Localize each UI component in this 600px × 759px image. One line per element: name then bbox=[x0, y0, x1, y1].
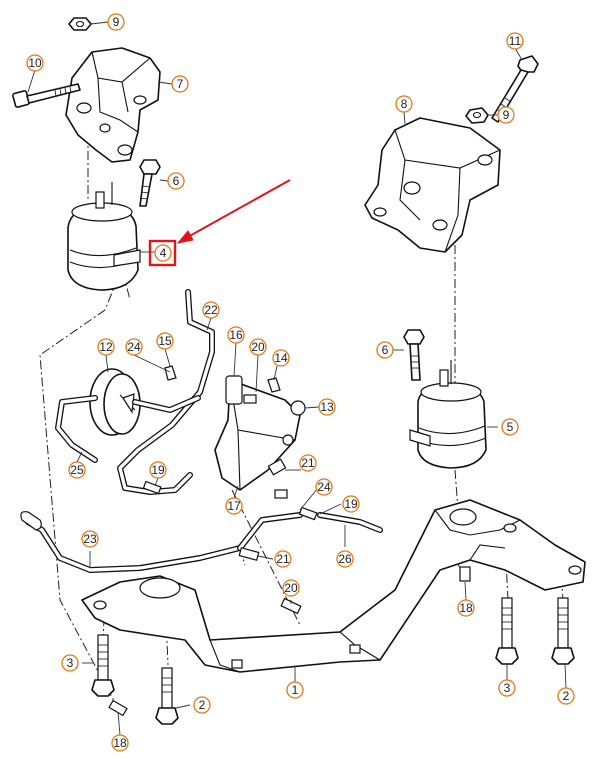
callout-6-lower: 6 bbox=[376, 341, 394, 359]
callout-14: 14 bbox=[272, 349, 290, 367]
svg-text:20: 20 bbox=[251, 340, 265, 354]
callouts: 9 10 7 6 4 11 8 9 22 12 24 15 16 20 14 1… bbox=[26, 13, 575, 752]
svg-text:11: 11 bbox=[509, 34, 522, 48]
svg-text:5: 5 bbox=[507, 420, 514, 434]
bolt-2-left bbox=[155, 667, 179, 725]
svg-text:19: 19 bbox=[344, 497, 358, 511]
hose-lines bbox=[20, 289, 383, 573]
svg-text:9: 9 bbox=[503, 108, 510, 122]
svg-text:18: 18 bbox=[459, 601, 473, 615]
highlight-annotation bbox=[148, 179, 291, 267]
svg-text:23: 23 bbox=[83, 532, 97, 546]
callout-15: 15 bbox=[156, 332, 174, 350]
callout-21-lower: 21 bbox=[274, 550, 292, 568]
callout-9-top-left: 9 bbox=[107, 13, 125, 31]
right-engine-bracket bbox=[364, 117, 501, 253]
subframe bbox=[81, 499, 586, 673]
callout-19-right: 19 bbox=[342, 495, 360, 513]
highlight-box bbox=[148, 239, 177, 267]
svg-text:13: 13 bbox=[320, 400, 334, 414]
callout-2-left: 2 bbox=[193, 696, 211, 714]
svg-text:9: 9 bbox=[113, 15, 120, 29]
svg-text:3: 3 bbox=[504, 681, 511, 695]
svg-text:16: 16 bbox=[229, 328, 243, 342]
svg-text:10: 10 bbox=[28, 56, 42, 70]
svg-text:12: 12 bbox=[99, 340, 113, 354]
bolt-10 bbox=[12, 83, 81, 108]
svg-text:18: 18 bbox=[113, 736, 127, 750]
svg-text:24: 24 bbox=[317, 480, 331, 494]
svg-text:7: 7 bbox=[177, 77, 184, 91]
callout-12: 12 bbox=[97, 338, 115, 356]
callout-20-upper: 20 bbox=[249, 338, 267, 356]
svg-text:2: 2 bbox=[563, 689, 570, 703]
svg-text:21: 21 bbox=[276, 552, 290, 566]
left-engine-bracket bbox=[65, 47, 161, 163]
callout-18-right: 18 bbox=[457, 599, 475, 617]
callout-1: 1 bbox=[286, 681, 304, 699]
callout-8: 8 bbox=[395, 95, 413, 113]
valve-bracket-assembly bbox=[164, 365, 306, 491]
svg-text:24: 24 bbox=[127, 340, 141, 354]
callout-13: 13 bbox=[318, 398, 336, 416]
svg-text:17: 17 bbox=[227, 499, 241, 513]
callout-18-left: 18 bbox=[111, 734, 129, 752]
callout-2-right: 2 bbox=[557, 687, 575, 705]
callout-20-lower: 20 bbox=[282, 579, 300, 597]
callout-10: 10 bbox=[26, 54, 44, 72]
small-fittings bbox=[108, 480, 471, 717]
svg-text:22: 22 bbox=[204, 303, 218, 317]
callout-3-right: 3 bbox=[498, 679, 516, 697]
callout-7: 7 bbox=[171, 75, 189, 93]
callout-22: 22 bbox=[202, 301, 220, 319]
svg-text:3: 3 bbox=[67, 656, 74, 670]
callout-5: 5 bbox=[501, 418, 519, 436]
svg-text:1: 1 bbox=[292, 683, 299, 697]
svg-text:2: 2 bbox=[199, 698, 206, 712]
bolt-6-upper bbox=[139, 159, 161, 207]
svg-text:25: 25 bbox=[70, 463, 84, 477]
nut-9-top-left bbox=[68, 17, 92, 31]
nut-9-right bbox=[465, 107, 489, 124]
callout-23: 23 bbox=[81, 530, 99, 548]
callout-4: 4 bbox=[154, 244, 172, 262]
bolt-2-right bbox=[551, 597, 575, 665]
svg-text:6: 6 bbox=[173, 174, 180, 188]
callout-24-lower: 24 bbox=[315, 478, 333, 496]
callout-19-left: 19 bbox=[149, 461, 167, 479]
callout-6-upper: 6 bbox=[167, 172, 185, 190]
callout-26: 26 bbox=[336, 550, 354, 568]
callout-24-upper: 24 bbox=[125, 338, 143, 356]
callout-3-left: 3 bbox=[61, 654, 79, 672]
bolt-3-left bbox=[91, 634, 115, 697]
svg-text:8: 8 bbox=[401, 97, 408, 111]
callout-21-upper: 21 bbox=[299, 454, 317, 472]
bolt-6-lower bbox=[403, 329, 425, 381]
callout-16: 16 bbox=[227, 326, 245, 344]
svg-text:19: 19 bbox=[151, 463, 165, 477]
svg-text:26: 26 bbox=[338, 552, 352, 566]
svg-text:15: 15 bbox=[158, 334, 172, 348]
svg-text:20: 20 bbox=[284, 581, 298, 595]
right-engine-mount bbox=[409, 360, 487, 469]
bolt-3-right bbox=[495, 597, 519, 665]
leader-lines bbox=[27, 21, 567, 736]
callout-11: 11 bbox=[506, 32, 524, 50]
callout-17: 17 bbox=[225, 497, 243, 515]
left-engine-mount bbox=[67, 182, 141, 291]
callout-25: 25 bbox=[68, 461, 86, 479]
svg-text:14: 14 bbox=[274, 351, 288, 365]
svg-text:6: 6 bbox=[382, 343, 389, 357]
svg-text:4: 4 bbox=[160, 246, 167, 260]
svg-text:21: 21 bbox=[301, 456, 315, 470]
callout-9-right: 9 bbox=[497, 106, 515, 124]
